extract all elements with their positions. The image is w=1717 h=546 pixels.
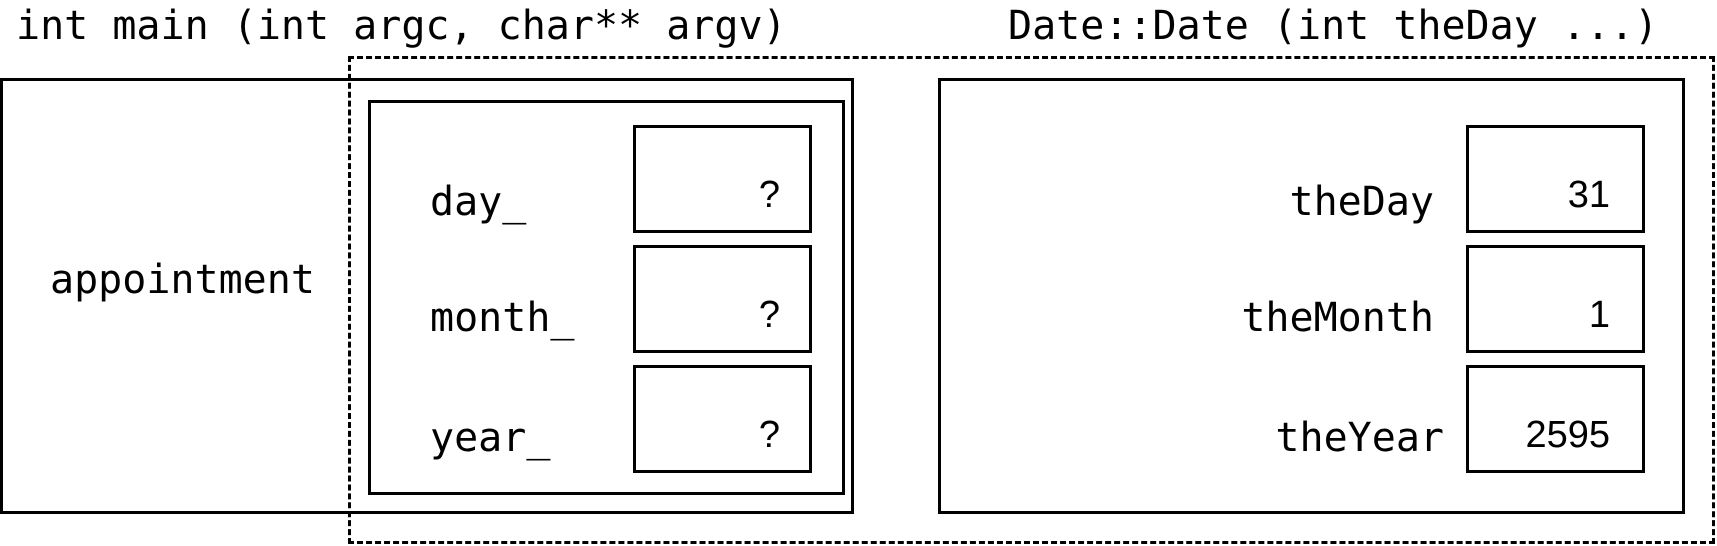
constructor-stack-frame xyxy=(938,78,1685,514)
field-label-year: year_ xyxy=(430,415,551,461)
main-stack-frame xyxy=(0,78,854,514)
field-cell-month xyxy=(633,245,812,353)
param-cell-themonth xyxy=(1466,245,1645,353)
param-value-themonth: 1 xyxy=(1588,294,1610,336)
constructor-frame-title: Date::Date (int theDay ...) xyxy=(1008,3,1659,49)
param-cell-theyear xyxy=(1466,365,1645,473)
param-cell-theday xyxy=(1466,125,1645,233)
appointment-label: appointment xyxy=(50,257,315,303)
field-label-day: day_ xyxy=(430,179,527,225)
field-label-month: month_ xyxy=(430,295,575,341)
appointment-object xyxy=(368,100,845,495)
field-cell-day xyxy=(633,125,812,233)
param-value-theday: 31 xyxy=(1567,174,1610,216)
param-label-themonth: theMonth xyxy=(1241,295,1434,341)
field-value-month: ? xyxy=(758,294,780,336)
field-cell-year xyxy=(633,365,812,473)
param-value-theyear: 2595 xyxy=(1525,414,1610,456)
main-frame-title: int main (int argc, char** argv) xyxy=(16,3,787,49)
param-label-theday: theDay xyxy=(1289,179,1435,225)
field-value-day: ? xyxy=(758,174,780,216)
param-label-theyear: theYear xyxy=(1275,415,1444,461)
field-value-year: ? xyxy=(758,414,780,456)
constructor-scope-outline xyxy=(348,56,1715,544)
